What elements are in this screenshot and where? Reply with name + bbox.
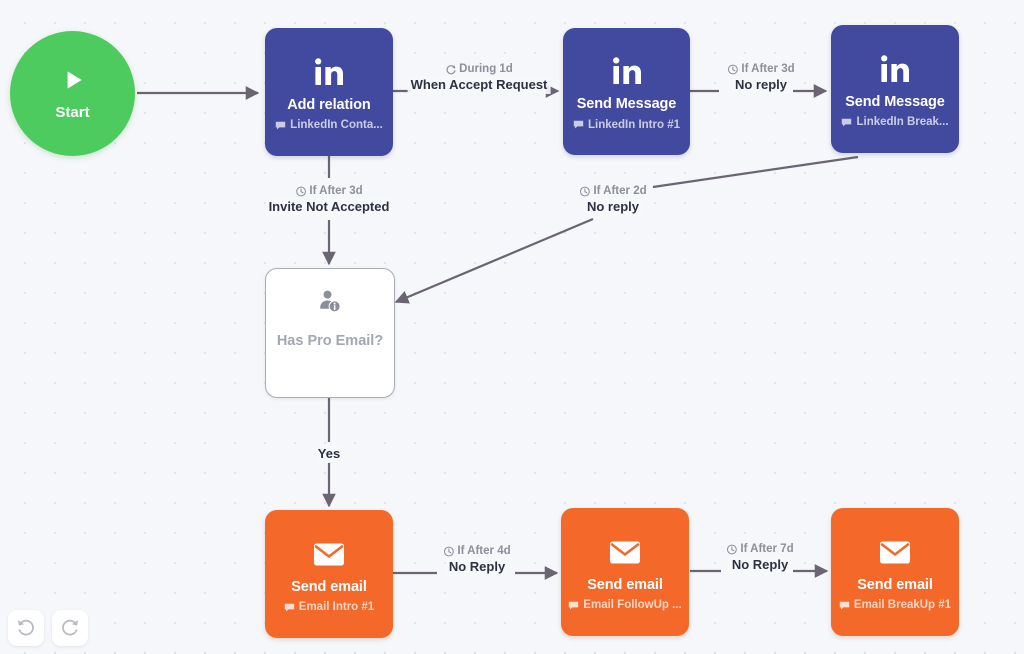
edge-trigger-text: When Accept Request: [407, 76, 551, 94]
edge-send-message-2-to-has-pro-email-b: [394, 217, 594, 304]
edge-trigger-text: Yes: [314, 445, 344, 463]
undo-icon: [15, 616, 37, 641]
node-title: Send Message: [845, 93, 945, 110]
edge-trigger-text: No Reply: [728, 556, 792, 574]
node-title: Send email: [291, 578, 367, 595]
edge-condition-text: If After 3d: [309, 185, 363, 197]
node-subtitle: LinkedIn Conta...: [275, 119, 383, 131]
edge-condition: If After 7d: [726, 542, 794, 556]
node-subtitle-text: Email BreakUp #1: [853, 599, 952, 612]
edge-condition-text: If After 2d: [593, 185, 647, 197]
undo-button[interactable]: [8, 610, 44, 646]
history-toolbar: [8, 610, 88, 646]
node-subtitle-text: LinkedIn Break...: [856, 116, 949, 129]
edge-condition-text: If After 4d: [457, 545, 511, 557]
edge-condition: During 1d: [445, 62, 513, 76]
clock-icon: [579, 186, 590, 197]
clock-icon: [295, 186, 306, 197]
node-title: Send email: [857, 576, 933, 593]
edge-condition-text: If After 7d: [740, 543, 794, 555]
clock-icon: [726, 544, 737, 555]
edge-label-has-pro-email-to-send-email-1[interactable]: Yes: [314, 445, 344, 463]
node-send-email-2[interactable]: Send email Email FollowUp ...: [561, 508, 689, 636]
node-start[interactable]: Start: [10, 31, 135, 156]
edge-condition-text: If After 3d: [741, 63, 795, 75]
node-subtitle: Email BreakUp #1: [839, 599, 951, 611]
edge-label-send-message-2-to-has-pro-email[interactable]: If After 2d No reply: [579, 184, 647, 216]
redo-icon: [59, 616, 81, 641]
edge-condition: If After 3d: [295, 184, 363, 198]
node-subtitle-text: Email FollowUp ...: [583, 599, 682, 612]
message-icon: [842, 118, 852, 127]
node-has-pro-email[interactable]: Has Pro Email?: [265, 268, 395, 398]
linkedin-icon: [312, 53, 346, 93]
edge-label-send-email-1-to-send-email-2[interactable]: If After 4d No Reply: [443, 544, 511, 576]
redo-button[interactable]: [52, 610, 88, 646]
node-title: Add relation: [287, 96, 371, 113]
person-info-icon: [317, 287, 343, 317]
node-subtitle: Email Intro #1: [284, 601, 374, 613]
linkedin-icon: [610, 52, 644, 92]
clock-icon: [443, 546, 454, 557]
message-icon: [275, 121, 286, 130]
message-icon: [569, 601, 579, 610]
node-subtitle-text: Email Intro #1: [298, 601, 375, 614]
node-subtitle-text: LinkedIn Intro #1: [587, 118, 680, 131]
refresh-icon: [446, 64, 456, 74]
edge-label-send-email-2-to-send-email-3[interactable]: If After 7d No Reply: [726, 542, 794, 574]
linkedin-icon: [878, 50, 912, 90]
edge-trigger-text: Invite Not Accepted: [265, 198, 393, 216]
envelope-icon: [313, 535, 345, 575]
node-send-message-2[interactable]: Send Message LinkedIn Break...: [831, 25, 959, 153]
message-icon: [573, 120, 584, 129]
start-label: Start: [55, 103, 90, 121]
node-title: Has Pro Email?: [276, 333, 384, 349]
node-subtitle: LinkedIn Intro #1: [573, 119, 680, 131]
edge-condition: If After 3d: [727, 62, 795, 76]
node-subtitle: LinkedIn Break...: [841, 116, 949, 129]
envelope-icon: [879, 533, 911, 573]
node-title: Send Message: [576, 96, 677, 113]
edge-condition-text: During 1d: [459, 63, 513, 75]
node-send-email-3[interactable]: Send email Email BreakUp #1: [831, 508, 959, 636]
edge-send-message-2-to-has-pro-email-a: [652, 155, 859, 189]
node-subtitle: Email FollowUp ...: [568, 599, 682, 612]
edge-label-send-message-1-to-send-message-2[interactable]: If After 3d No reply: [727, 62, 795, 94]
message-icon: [284, 603, 294, 612]
edge-label-add-relation-to-has-pro-email[interactable]: If After 3d Invite Not Accepted: [265, 184, 393, 216]
play-icon: [60, 67, 86, 98]
node-send-message-1[interactable]: Send Message LinkedIn Intro #1: [563, 28, 690, 155]
node-subtitle-text: LinkedIn Conta...: [290, 119, 383, 132]
edge-trigger-text: No Reply: [445, 558, 509, 576]
edge-condition: If After 4d: [443, 544, 511, 558]
edge-condition: If After 2d: [579, 184, 647, 198]
message-icon: [839, 601, 850, 610]
envelope-icon: [609, 533, 641, 573]
node-title: Send email: [587, 576, 663, 593]
clock-icon: [727, 64, 738, 75]
node-add-relation[interactable]: Add relation LinkedIn Conta...: [265, 28, 393, 156]
edge-label-add-relation-to-send-message-1[interactable]: During 1d When Accept Request: [407, 62, 551, 94]
node-send-email-1[interactable]: Send email Email Intro #1: [265, 510, 393, 638]
edge-trigger-text: No reply: [731, 76, 790, 94]
edge-trigger-text: No reply: [583, 198, 642, 216]
